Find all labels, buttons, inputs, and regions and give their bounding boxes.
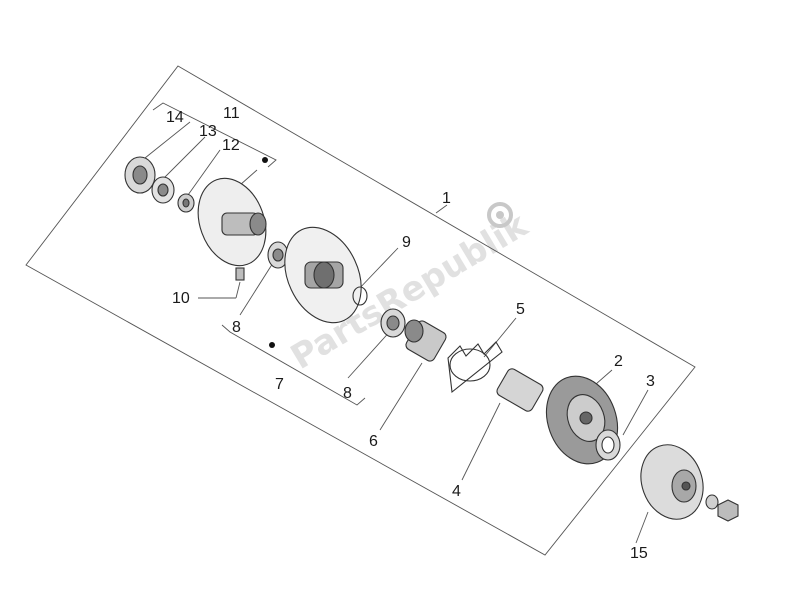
part-3-washer (595, 429, 621, 461)
part-13-bearing (151, 176, 175, 204)
callout-12: 12 (222, 137, 240, 154)
assembly-frame-outer (25, 65, 696, 556)
callout-11: 11 (223, 105, 240, 122)
ref-dot-11 (262, 157, 268, 163)
part-6-sleeve (404, 319, 447, 362)
part-4-spacer (496, 368, 544, 412)
callout-2: 2 (614, 353, 623, 370)
callout-1: 1 (442, 190, 451, 207)
part-9-ring (352, 286, 368, 306)
part-8-bearing-lower (380, 308, 406, 338)
callout-9: 9 (402, 234, 411, 251)
callout-8b: 8 (343, 385, 352, 402)
part-12-seal (177, 193, 195, 213)
callout-10: 10 (172, 290, 190, 307)
callout-13: 13 (199, 123, 217, 140)
callout-7: 7 (275, 376, 284, 393)
callout-8a: 8 (232, 319, 241, 336)
part-8-bearing-upper (267, 241, 289, 269)
callout-5: 5 (516, 301, 525, 318)
part-14-bearing (124, 156, 156, 194)
part-nut-washer (705, 494, 739, 522)
callout-6: 6 (369, 433, 378, 450)
callout-14: 14 (166, 109, 184, 126)
part-7-moving-pulley-half (284, 226, 362, 324)
part-fixed-pulley-half (197, 177, 267, 267)
callout-3: 3 (646, 373, 655, 390)
ref-dot-7 (269, 342, 275, 348)
bracket-11 (152, 102, 277, 168)
part-10-pin (235, 267, 245, 281)
gear-icon (487, 202, 513, 228)
part-5-spring (447, 341, 503, 394)
callout-4: 4 (452, 483, 461, 500)
part-15-clutch-bell (640, 444, 704, 520)
callout-15: 15 (630, 545, 648, 562)
bracket-7 (221, 324, 366, 406)
